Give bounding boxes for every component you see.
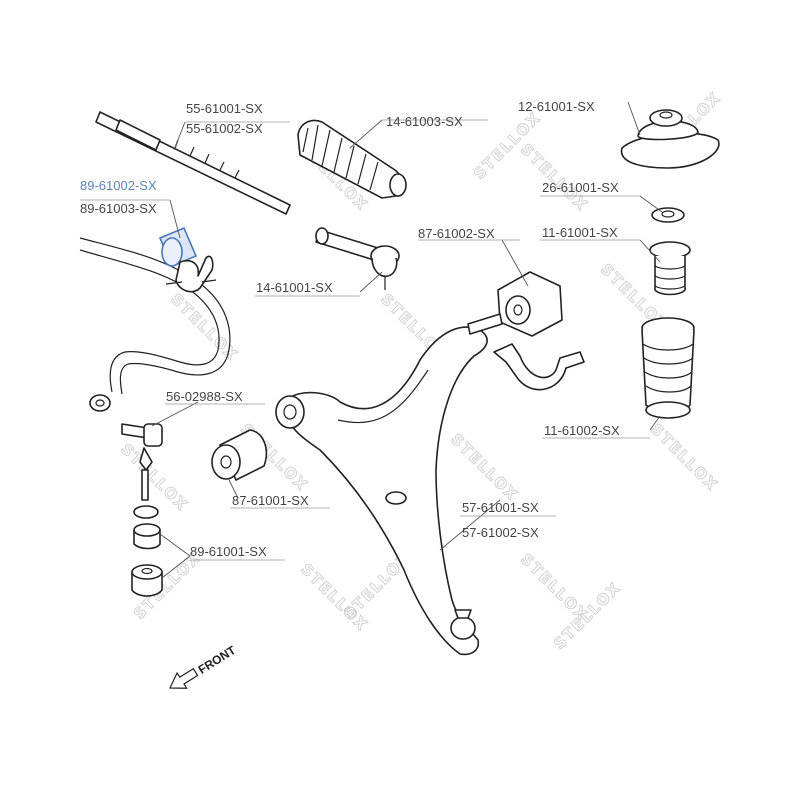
watermark-text: STELLOX bbox=[447, 430, 522, 505]
arm-bushing-rear bbox=[493, 271, 585, 391]
leader-lines bbox=[80, 101, 663, 579]
callout-14-61001[interactable]: 14-61001-SX bbox=[256, 280, 333, 295]
watermark-text: STELLOX bbox=[517, 140, 592, 215]
callout-26-61001[interactable]: 26-61001-SX bbox=[542, 180, 619, 195]
strut-mount bbox=[620, 109, 720, 169]
protective-boot bbox=[641, 317, 695, 419]
callout-11-61002[interactable]: 11-61002-SX bbox=[544, 423, 620, 438]
callout-57-61002[interactable]: 57-61002-SX bbox=[462, 525, 539, 540]
arrow-icon bbox=[169, 667, 199, 689]
callout-labels: 55-61001-SX 55-61002-SX 14-61003-SX 12-6… bbox=[80, 99, 620, 559]
callout-89-61001[interactable]: 89-61001-SX bbox=[190, 544, 267, 559]
callout-14-61003[interactable]: 14-61003-SX bbox=[386, 114, 463, 129]
callout-56-02988[interactable]: 56-02988-SX bbox=[166, 389, 243, 404]
stabilizer-bushing[interactable] bbox=[158, 226, 217, 293]
front-direction-indicator: FRONT bbox=[169, 643, 239, 689]
watermark-text: STELLOX bbox=[647, 420, 722, 495]
watermark-text: STELLOX bbox=[167, 290, 242, 365]
watermark-text: STELLOX bbox=[117, 440, 192, 515]
tie-rod bbox=[95, 111, 291, 215]
callout-89-61003[interactable]: 89-61003-SX bbox=[80, 201, 157, 216]
callout-55-61002[interactable]: 55-61002-SX bbox=[186, 121, 263, 136]
stabilizer-link bbox=[121, 423, 163, 501]
lower-control-arm bbox=[275, 313, 503, 656]
callout-55-61001[interactable]: 55-61001-SX bbox=[186, 101, 263, 116]
callout-87-61001[interactable]: 87-61001-SX bbox=[232, 493, 309, 508]
steering-boot bbox=[297, 119, 407, 199]
callout-11-61001[interactable]: 11-61001-SX bbox=[542, 225, 618, 240]
callout-89-61002[interactable]: 89-61002-SX bbox=[80, 178, 157, 193]
tie-rod-end bbox=[315, 227, 400, 290]
callout-12-61001[interactable]: 12-61001-SX bbox=[518, 99, 595, 114]
arm-bushing-front bbox=[211, 429, 268, 481]
callout-87-61002[interactable]: 87-61002-SX bbox=[418, 226, 495, 241]
callout-57-61001[interactable]: 57-61001-SX bbox=[462, 500, 539, 515]
link-bushings bbox=[131, 505, 163, 597]
washer bbox=[651, 207, 685, 223]
bump-stop bbox=[649, 241, 691, 296]
front-label: FRONT bbox=[196, 643, 239, 677]
